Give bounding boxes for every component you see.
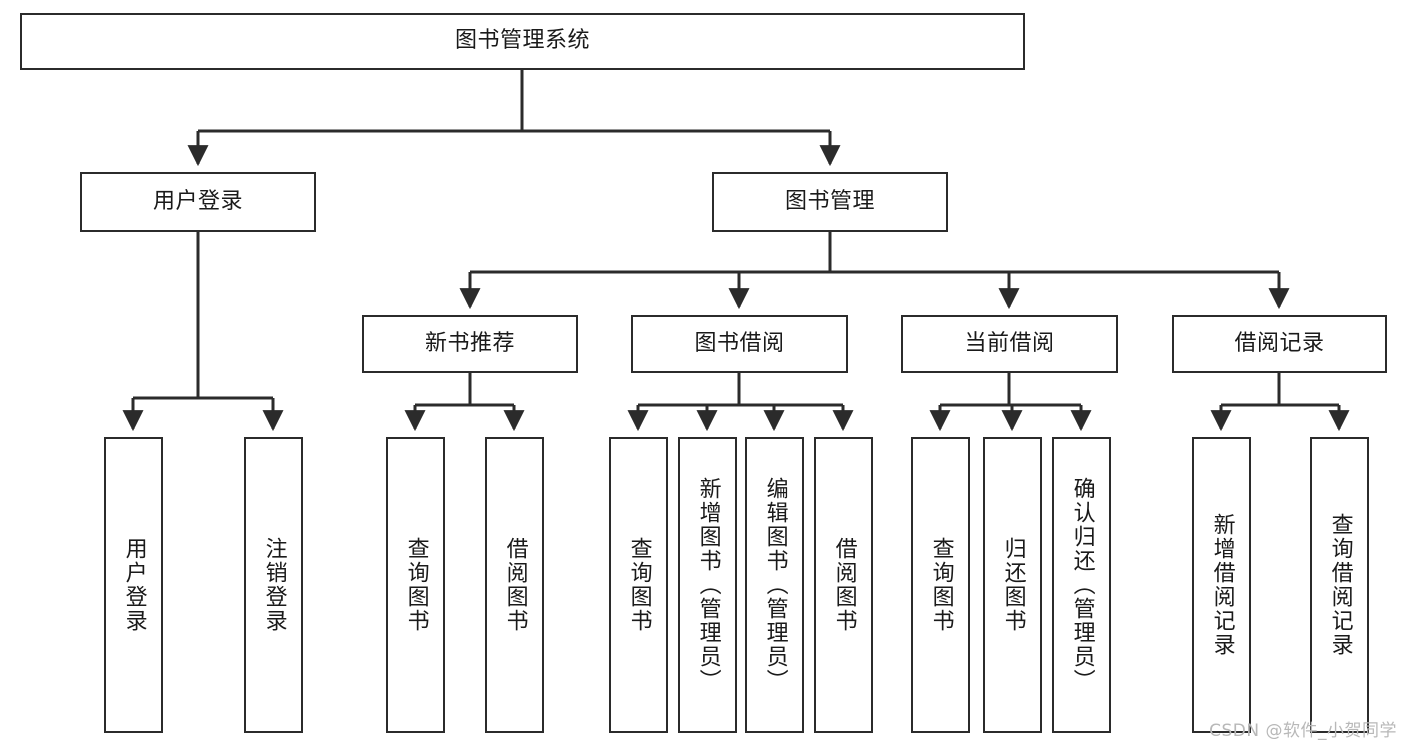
leaf-borrow-book[interactable]: 借阅图书 bbox=[814, 437, 873, 733]
leaf-query-book-current[interactable]: 查询图书 bbox=[911, 437, 970, 733]
node-root-label: 图书管理系统 bbox=[454, 28, 590, 54]
node-current-borrow-label: 当前借阅 bbox=[964, 330, 1055, 356]
node-book-management[interactable]: 图书管理 bbox=[712, 172, 948, 232]
node-current-borrow[interactable]: 当前借阅 bbox=[901, 315, 1118, 373]
csdn-watermark: CSDN @软件_小贺同学 bbox=[1209, 721, 1397, 741]
leaf-borrow-book-newbook[interactable]: 借阅图书 bbox=[485, 437, 544, 733]
leaf-query-book-current-label: 查询图书 bbox=[928, 537, 954, 633]
node-book-borrow[interactable]: 图书借阅 bbox=[631, 315, 848, 373]
leaf-add-book-admin[interactable]: 新增图书（管理员） bbox=[678, 437, 737, 733]
leaf-query-book-newbook[interactable]: 查询图书 bbox=[386, 437, 445, 733]
leaf-query-borrow-record[interactable]: 查询借阅记录 bbox=[1310, 437, 1369, 733]
node-new-book-recommend[interactable]: 新书推荐 bbox=[362, 315, 578, 373]
leaf-return-book[interactable]: 归还图书 bbox=[983, 437, 1042, 733]
leaf-query-borrow-record-label: 查询借阅记录 bbox=[1327, 513, 1353, 657]
node-book-management-label: 图书管理 bbox=[784, 188, 875, 214]
leaf-borrow-book-label: 借阅图书 bbox=[831, 537, 857, 633]
leaf-add-borrow-record[interactable]: 新增借阅记录 bbox=[1192, 437, 1251, 733]
leaf-user-login[interactable]: 用户登录 bbox=[104, 437, 163, 733]
leaf-borrow-book-newbook-label: 借阅图书 bbox=[502, 537, 528, 633]
leaf-add-book-admin-label: 新增图书（管理员） bbox=[695, 477, 721, 693]
node-borrow-record-label: 借阅记录 bbox=[1234, 330, 1325, 356]
leaf-return-book-label: 归还图书 bbox=[1000, 537, 1026, 633]
node-user-login[interactable]: 用户登录 bbox=[80, 172, 316, 232]
leaf-confirm-return-admin[interactable]: 确认归还（管理员） bbox=[1052, 437, 1111, 733]
leaf-confirm-return-admin-label: 确认归还（管理员） bbox=[1069, 477, 1095, 693]
leaf-user-login-label: 用户登录 bbox=[121, 537, 147, 633]
leaf-query-book-borrow[interactable]: 查询图书 bbox=[609, 437, 668, 733]
node-book-borrow-label: 图书借阅 bbox=[694, 330, 785, 356]
leaf-add-borrow-record-label: 新增借阅记录 bbox=[1209, 513, 1235, 657]
leaf-edit-book-admin[interactable]: 编辑图书（管理员） bbox=[745, 437, 804, 733]
node-user-login-label: 用户登录 bbox=[152, 188, 243, 214]
node-root[interactable]: 图书管理系统 bbox=[20, 13, 1025, 70]
leaf-query-book-newbook-label: 查询图书 bbox=[403, 537, 429, 633]
node-new-book-recommend-label: 新书推荐 bbox=[424, 330, 515, 356]
leaf-logout-label: 注销登录 bbox=[261, 537, 287, 633]
leaf-query-book-borrow-label: 查询图书 bbox=[626, 537, 652, 633]
leaf-logout[interactable]: 注销登录 bbox=[244, 437, 303, 733]
node-borrow-record[interactable]: 借阅记录 bbox=[1172, 315, 1387, 373]
leaf-edit-book-admin-label: 编辑图书（管理员） bbox=[762, 477, 788, 693]
